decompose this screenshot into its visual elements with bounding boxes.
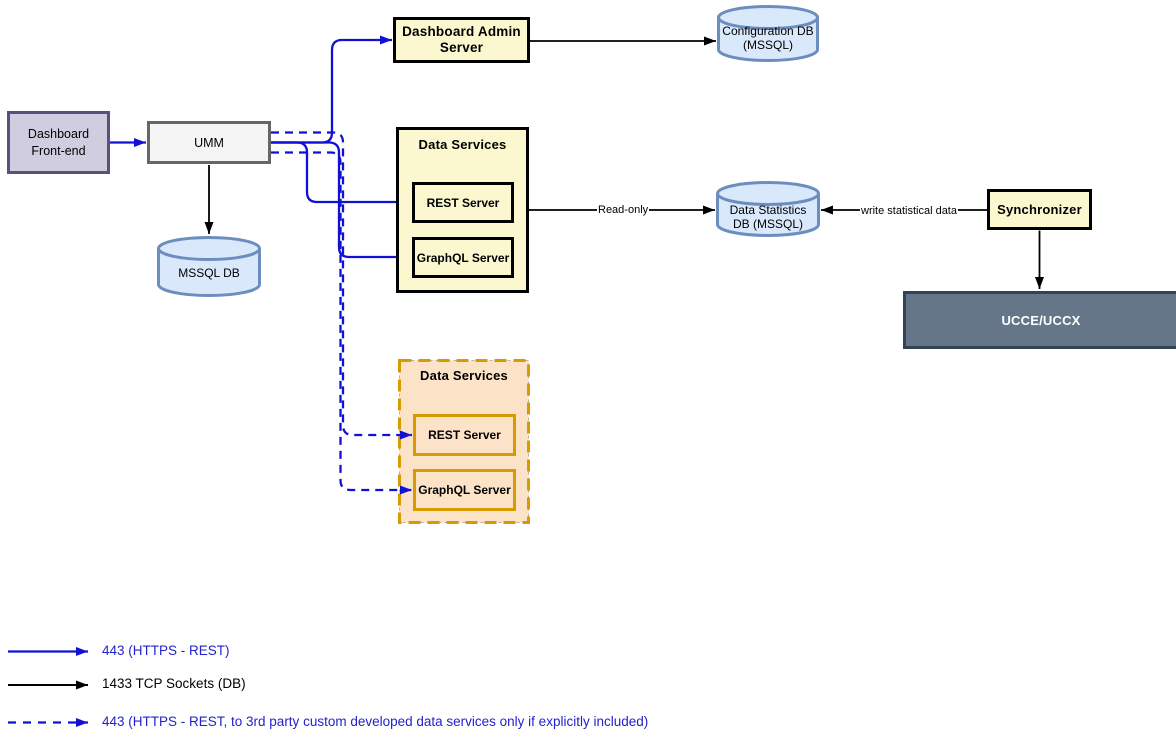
mssql-db-label: MSSQL DB xyxy=(178,266,240,280)
node-umm: UMM xyxy=(147,121,271,164)
configuration-db-cylinder xyxy=(717,5,819,62)
node-external-rest-server: REST Server xyxy=(413,414,516,456)
synchronizer-label: Synchronizer xyxy=(997,202,1082,217)
legend-item-https-rest: 443 (HTTPS - REST) xyxy=(102,643,230,658)
data-services-title: Data Services xyxy=(418,137,507,152)
node-external-graphql-server: GraphQL Server xyxy=(413,469,516,511)
read-only-edge-label: Read-only xyxy=(597,204,650,216)
configuration-db-label: Configuration DB (MSSQL) xyxy=(722,24,814,52)
rest-server-label: REST Server xyxy=(426,195,500,210)
external-rest-server-label: REST Server xyxy=(428,428,501,442)
ucce-uccx-label: UCCE/UCCX xyxy=(1001,312,1081,328)
umm-label: UMM xyxy=(194,135,224,150)
data-statistics-db-cylinder xyxy=(716,181,820,237)
mssql-db-cylinder xyxy=(157,236,261,297)
graphql-server-label: GraphQL Server xyxy=(416,250,510,265)
data-statistics-db-label: Data Statistics DB (MSSQL) xyxy=(729,203,807,231)
edge-umm-to-graphql-server xyxy=(271,141,411,262)
node-dashboard-frontend: Dashboard Front-end xyxy=(7,111,110,174)
legend-item-https-rest-3rd-party: 443 (HTTPS - REST, to 3rd party custom d… xyxy=(102,714,649,729)
node-dashboard-admin-server: Dashboard Admin Server xyxy=(393,17,530,63)
container-external-data-services: Data Services xyxy=(398,359,530,524)
edge-umm-to-external-graphql-server xyxy=(271,151,412,495)
dashboard-admin-server-label: Dashboard Admin Server xyxy=(402,24,521,55)
legend-item-tcp-sockets: 1433 TCP Sockets (DB) xyxy=(102,676,246,691)
edge-umm-to-admin-server xyxy=(271,35,392,144)
external-graphql-server-label: GraphQL Server xyxy=(418,483,511,497)
node-ucce-uccx: UCCE/UCCX xyxy=(903,291,1176,349)
node-rest-server: REST Server xyxy=(412,182,514,223)
dashboard-frontend-label: Dashboard Front-end xyxy=(27,126,90,158)
node-synchronizer: Synchronizer xyxy=(987,189,1092,230)
node-graphql-server: GraphQL Server xyxy=(412,237,514,278)
external-data-services-title: Data Services xyxy=(420,368,508,383)
write-statistical-data-edge-label: write statistical data xyxy=(860,205,958,217)
